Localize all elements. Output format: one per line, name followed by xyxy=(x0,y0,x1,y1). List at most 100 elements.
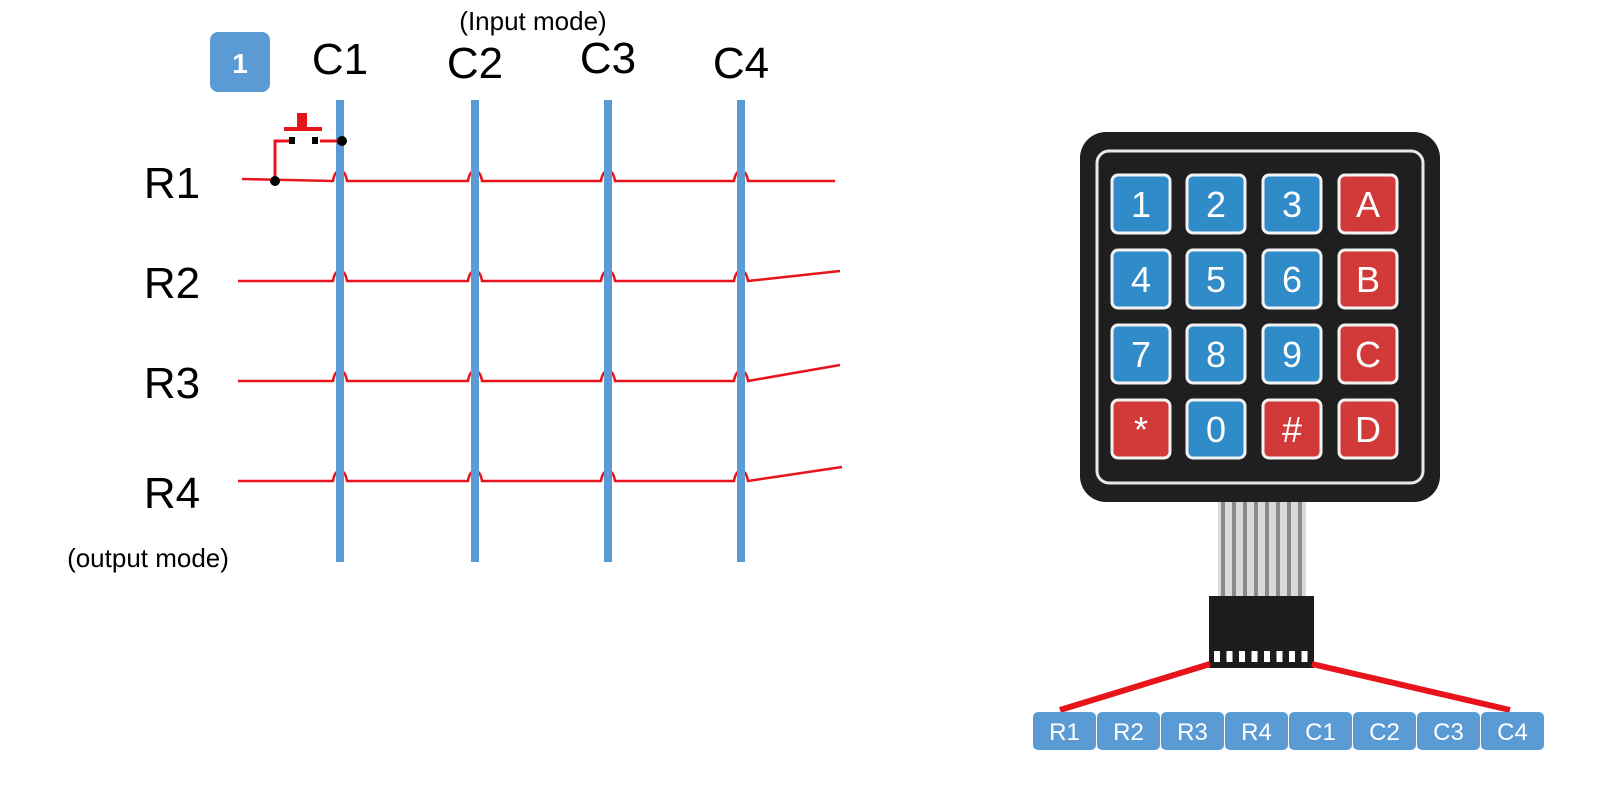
pin-label: R2 xyxy=(1113,719,1144,746)
row-wire-r2 xyxy=(238,269,841,283)
row-label-r3: R3 xyxy=(144,359,200,408)
pin-box xyxy=(1097,712,1160,750)
key-label: D xyxy=(1355,409,1381,450)
key-label: 9 xyxy=(1282,334,1302,375)
pin-box xyxy=(1033,712,1096,750)
pin-r1: R1 xyxy=(1033,712,1096,750)
key-7[interactable]: 7 xyxy=(1110,323,1172,385)
connector-pin xyxy=(1239,651,1245,662)
ribbon-trace xyxy=(1276,500,1280,598)
connector-pin xyxy=(1289,651,1295,662)
key-1[interactable]: 1 xyxy=(1110,173,1172,235)
key-label: 4 xyxy=(1131,259,1151,300)
row-label-r2: R2 xyxy=(144,259,200,308)
ribbon-cable xyxy=(1218,500,1306,598)
pin-label: C1 xyxy=(1305,719,1336,746)
key-face xyxy=(1185,398,1247,460)
pin-r3: R3 xyxy=(1161,712,1224,750)
key-face xyxy=(1110,398,1172,460)
connector-pin xyxy=(1276,651,1283,662)
step-badge-text: 1 xyxy=(232,48,248,79)
ribbon-trace xyxy=(1287,500,1291,598)
connector-pin xyxy=(1226,651,1233,662)
switch-contact-right xyxy=(312,137,318,144)
key-label: 6 xyxy=(1282,259,1302,300)
key-9[interactable]: 9 xyxy=(1261,323,1323,385)
ribbon-trace xyxy=(1232,500,1236,598)
pin-label: C4 xyxy=(1497,719,1528,746)
ribbon-trace xyxy=(1221,500,1225,598)
pin-box xyxy=(1161,712,1224,750)
column-wire-c1 xyxy=(336,100,344,562)
pin-label: C2 xyxy=(1369,719,1400,746)
pin-box xyxy=(1289,712,1352,750)
key-label: 1 xyxy=(1131,184,1151,225)
key-face xyxy=(1337,173,1399,235)
switch-lead xyxy=(273,139,290,181)
pin-box xyxy=(1481,712,1544,750)
pin-box xyxy=(1225,712,1288,750)
key-face xyxy=(1110,173,1172,235)
pin-label: R3 xyxy=(1177,719,1208,746)
key-face xyxy=(1337,323,1399,385)
output-mode-label: (output mode) xyxy=(67,543,229,573)
key-face xyxy=(1337,248,1399,310)
fanout-line-right xyxy=(1311,661,1511,713)
key-6[interactable]: 6 xyxy=(1261,248,1323,310)
key-a[interactable]: A xyxy=(1337,173,1399,235)
key-face xyxy=(1337,398,1399,460)
push-button-switch xyxy=(270,113,347,186)
ribbon-trace xyxy=(1254,500,1258,598)
connector-pin xyxy=(1301,651,1308,662)
switch-node-bottom xyxy=(270,176,280,186)
key-star[interactable]: * xyxy=(1110,398,1172,460)
pin-c4: C4 xyxy=(1481,712,1544,750)
key-face xyxy=(1110,323,1172,385)
ribbon-trace xyxy=(1298,500,1302,598)
key-2[interactable]: 2 xyxy=(1185,173,1247,235)
switch-plunger-stem xyxy=(297,113,307,128)
key-label: C xyxy=(1355,334,1381,375)
key-c[interactable]: C xyxy=(1337,323,1399,385)
pin-label: R1 xyxy=(1049,719,1080,746)
column-label-c4: C4 xyxy=(713,39,769,88)
key-label: B xyxy=(1356,259,1380,300)
key-face xyxy=(1261,323,1323,385)
key-3[interactable]: 3 xyxy=(1261,173,1323,235)
key-label: * xyxy=(1134,409,1148,450)
key-label: 5 xyxy=(1206,259,1226,300)
pin-box xyxy=(1353,712,1416,750)
switch-plunger-bar xyxy=(284,127,322,131)
pin-label: C3 xyxy=(1433,719,1464,746)
key-face xyxy=(1110,248,1172,310)
column-wire-c4 xyxy=(737,100,745,562)
key-label: 0 xyxy=(1206,409,1226,450)
key-face xyxy=(1185,173,1247,235)
key-label: 7 xyxy=(1131,334,1151,375)
pin-r4: R4 xyxy=(1225,712,1288,750)
fanout-line-left xyxy=(1059,661,1211,713)
key-5[interactable]: 5 xyxy=(1185,248,1247,310)
key-4[interactable]: 4 xyxy=(1110,248,1172,310)
connector-pin xyxy=(1264,651,1270,662)
key-b[interactable]: B xyxy=(1337,248,1399,310)
key-0[interactable]: 0 xyxy=(1185,398,1247,460)
column-wire-c3 xyxy=(604,100,612,562)
key-hash[interactable]: # xyxy=(1261,398,1323,460)
key-8[interactable]: 8 xyxy=(1185,323,1247,385)
column-wire-c2 xyxy=(471,100,479,562)
pin-r2: R2 xyxy=(1097,712,1160,750)
row-label-r4: R4 xyxy=(144,469,200,518)
key-label: 8 xyxy=(1206,334,1226,375)
connector-pin xyxy=(1214,651,1220,662)
step-badge xyxy=(210,32,270,92)
column-label-c3: C3 xyxy=(580,34,636,83)
key-d[interactable]: D xyxy=(1337,398,1399,460)
key-face xyxy=(1261,173,1323,235)
pin-box xyxy=(1417,712,1480,750)
row-wire-r1 xyxy=(241,169,835,183)
switch-contact-left xyxy=(289,137,295,144)
key-label: A xyxy=(1356,184,1380,225)
